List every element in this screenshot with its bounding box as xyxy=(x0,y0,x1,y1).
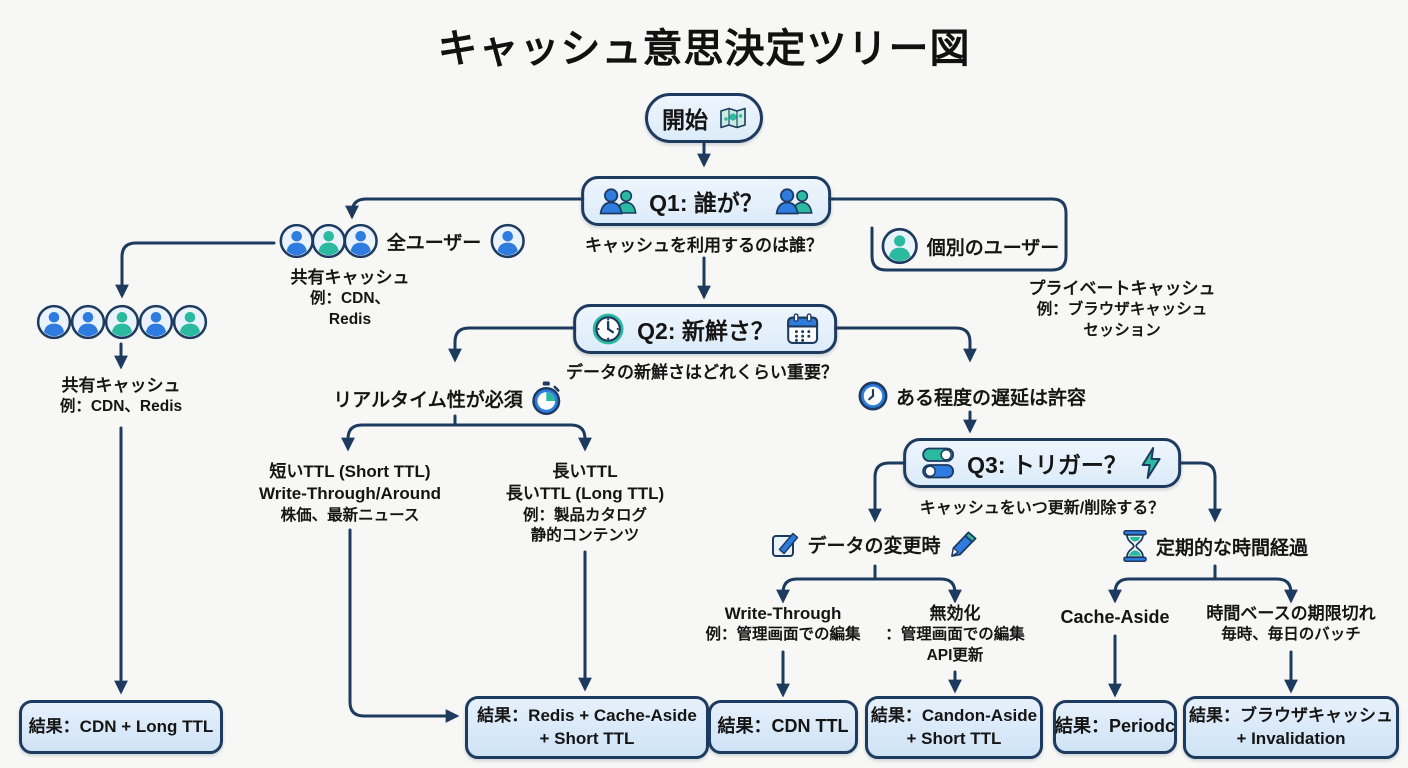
time-based-node: 時間ベースの期限切れ 毎時、毎日のバッチ xyxy=(1206,604,1376,644)
clock-blue-icon xyxy=(858,381,888,411)
user-circle-icon xyxy=(36,304,72,340)
connector-periodic-cacheaside xyxy=(1108,577,1217,604)
connector-allusers-leftgroup xyxy=(115,241,276,299)
user-circle-icon xyxy=(490,223,525,259)
q1-node: Q1: 誰が？ xyxy=(581,176,831,226)
result-browser-cache: 結果：ブラウザキャッシュ + Invalidation xyxy=(1183,696,1399,759)
stopwatch-icon xyxy=(532,381,561,415)
connector-q2-realtime xyxy=(448,326,594,363)
user-circle-icon xyxy=(138,304,174,340)
user-circle-icon xyxy=(343,223,378,259)
pencil-square-icon xyxy=(771,532,799,557)
short-ttl-node: 短いTTL (Short TTL) Write-Through/Around 株… xyxy=(259,462,441,524)
data-change-node: データの変更時 xyxy=(771,530,978,558)
connector-q1-allusers xyxy=(345,197,594,220)
user-circle-icon xyxy=(104,304,140,340)
user-circle-icon xyxy=(881,227,918,265)
connector-datachange-writethrough xyxy=(776,577,877,604)
q2-label: Q2: 新鮮さ？ xyxy=(637,318,774,344)
start-node: 開始 xyxy=(645,93,763,143)
user-circle-icon xyxy=(172,304,208,340)
result-redis-cache-aside: 結果：Redis + Cache-Aside + Short TTL xyxy=(465,696,709,759)
q3-subtitle: キャッシュをいつ更新/削除する？ xyxy=(919,500,1165,517)
user-circle-icon xyxy=(70,304,106,340)
connector-realtime-shortttl xyxy=(341,423,457,452)
connector-realtime-longttl xyxy=(453,423,592,452)
start-label: 開始 xyxy=(662,107,708,133)
all-users-label: 全ユーザー xyxy=(386,232,482,254)
q1-label: Q1: 誰が？ xyxy=(649,190,763,216)
result-periodc: 結果：Periodc xyxy=(1053,700,1177,754)
all-users-note: 共有キャッシュ 例：CDN、 Redis xyxy=(290,268,410,328)
map-icon xyxy=(720,107,746,129)
q3-label: Q3: トリガー？ xyxy=(967,452,1127,478)
invalidation-node: 無効化 ：管理画面での編集 API更新 xyxy=(885,604,1025,664)
data-change-label: データの変更時 xyxy=(807,535,941,557)
q1-subtitle: キャッシュを利用するのは誰？ xyxy=(585,236,823,255)
individual-user-label: 個別のユーザー xyxy=(926,237,1060,259)
private-cache-note: プライベートキャッシュ 例：ブラウザキャッシュ セッション xyxy=(1028,279,1216,339)
connector-datachange-invalidation xyxy=(873,577,962,604)
page-title: キャッシュ意思決定ツリー図 xyxy=(437,27,971,71)
all-users-group-icons xyxy=(36,304,208,340)
connector-q3-datachange xyxy=(868,461,907,523)
connector-q2-delay xyxy=(818,326,977,363)
periodic-node: 定期的な時間経過 xyxy=(1122,530,1308,562)
result-candon-aside: 結果：Candon-Aside + Short TTL xyxy=(865,696,1043,759)
realtime-label: リアルタイム性が必須 xyxy=(333,389,523,411)
delay-ok-label: ある程度の遅延は許容 xyxy=(895,387,1087,409)
users-icon xyxy=(599,187,637,214)
individual-user-node: 個別のユーザー xyxy=(881,227,1060,265)
connector-shortttl-result2 xyxy=(348,528,460,723)
q3-node: Q3: トリガー？ xyxy=(903,438,1181,488)
users-icon xyxy=(775,187,813,214)
toggles-icon xyxy=(922,447,955,479)
cache-aside-node: Cache-Aside xyxy=(1060,607,1170,627)
q2-node: Q2: 新鮮さ？ xyxy=(573,304,837,354)
calendar-icon xyxy=(786,313,818,344)
connector-periodic-timebased xyxy=(1213,577,1298,604)
hourglass-icon xyxy=(1123,530,1147,562)
long-ttl-node: 長いTTL 長いTTL (Long TTL) 例：製品カタログ 静的コンテンツ xyxy=(505,462,665,545)
periodic-label: 定期的な時間経過 xyxy=(1155,537,1309,559)
pencil-icon xyxy=(951,531,977,557)
clock-teal-icon xyxy=(592,313,624,345)
all-users-node: 全ユーザー xyxy=(279,223,526,259)
result-cdn-ttl: 結果：CDN TTL xyxy=(708,700,858,754)
write-through-node: Write-Through 例：管理画面での編集 xyxy=(705,604,861,644)
shared-cache-note: 共有キャッシュ 例：CDN、Redis xyxy=(59,376,183,416)
user-circle-icon xyxy=(311,223,346,259)
q2-subtitle: データの新鮮さはどれくらい重要？ xyxy=(566,363,838,382)
result-cdn-long-ttl: 結果：CDN + Long TTL xyxy=(19,700,223,754)
connector-q3-periodic xyxy=(1178,461,1222,523)
user-group-icons xyxy=(279,223,379,259)
realtime-node: リアルタイム性が必須 xyxy=(333,381,562,415)
delay-ok-node: ある程度の遅延は許容 xyxy=(858,381,1086,411)
lightning-icon xyxy=(1141,447,1161,479)
user-circle-icon xyxy=(279,223,314,259)
connector-q1-individual xyxy=(818,197,1068,272)
